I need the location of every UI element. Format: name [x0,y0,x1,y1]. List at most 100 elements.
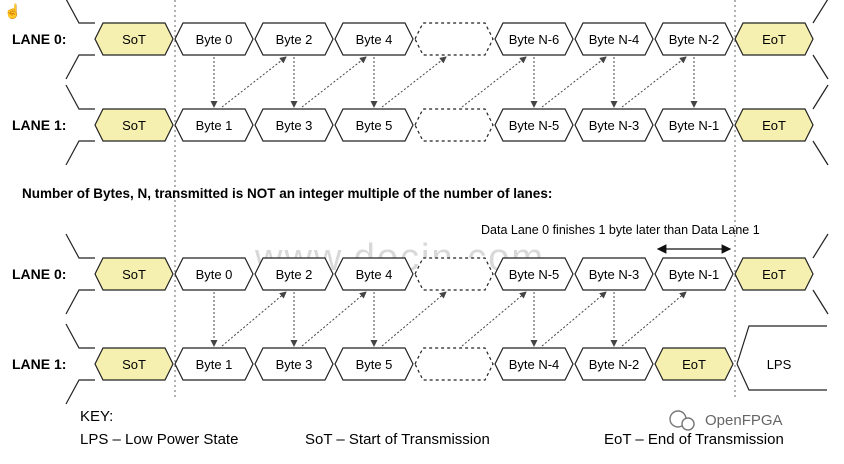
byte-label: Byte N-3 [589,267,640,282]
lp-exit-line [812,233,829,259]
sot-cell [94,108,174,142]
byte-cell [574,108,654,142]
byte-label: Byte 0 [196,267,233,282]
byte-label: Byte 5 [356,118,393,133]
byte-label: Byte N-4 [509,357,560,372]
byte-cell [654,22,734,56]
byte-label: Byte N-4 [589,32,640,47]
byte-label: Byte N-1 [669,267,720,282]
byte-cell [494,347,574,381]
sot-label: SoT [122,32,146,47]
byte-cell [254,257,334,291]
byte-label: Byte N-2 [669,32,720,47]
eot-cell [734,108,814,142]
byte-order-arrow [621,56,687,108]
byte-order-arrow [301,291,367,347]
lps-base-line [736,363,827,391]
eot-cell [654,347,734,381]
byte-label: Byte 3 [276,118,313,133]
byte-label: Byte N-6 [509,32,560,47]
lps-label: LPS [767,357,792,372]
lp-exit-line [812,84,829,110]
lp-transition-line [65,54,95,80]
lp-exit-line [812,0,829,24]
sot-label: SoT [122,118,146,133]
byte-label: Byte 0 [196,32,233,47]
lp-transition-line [65,84,95,110]
eot-label: EoT [762,32,786,47]
eot-label: EoT [682,357,706,372]
byte-cell [654,257,734,291]
byte-cell [654,108,734,142]
byte-cell [254,108,334,142]
lp-exit-line [812,289,829,315]
lane-finish-annotation: Data Lane 0 finishes 1 byte later than D… [481,223,760,237]
lp-transition-line [65,233,95,259]
eot-cell [734,257,814,291]
sot-label: SoT [122,267,146,282]
frame-boundary-lines [174,0,736,400]
lp-transition-line [65,0,95,24]
sot-cell [94,22,174,56]
byte-order-arrow [541,56,607,108]
key-eot: EoT – End of Transmission [604,431,784,448]
lp-transition-line [65,323,95,349]
byte-label: Byte 3 [276,357,313,372]
byte-cell [494,257,574,291]
byte-label: Byte N-1 [669,118,720,133]
brand-text: OpenFPGA [705,412,783,429]
byte-label: Byte N-3 [589,118,640,133]
byte-label: Byte 1 [196,357,233,372]
byte-cell [334,22,414,56]
byte-order-arrow [461,291,527,347]
lp-exit-line [812,140,829,166]
byte-cell [254,22,334,56]
byte-label: Byte N-5 [509,267,560,282]
byte-cell [174,108,254,142]
brand-badge: OpenFPGA [669,410,783,431]
byte-label: Byte N-2 [589,357,640,372]
lane-label: LANE 0: [12,266,66,282]
byte-cell [574,22,654,56]
byte-cell [574,257,654,291]
byte-label: Byte 2 [276,267,313,282]
byte-order-arrow [381,291,447,347]
byte-cell [334,257,414,291]
key-lps: LPS – Low Power State [80,431,238,448]
lp-transition-line [65,140,95,166]
lane-label: LANE 0: [12,31,66,47]
eot-label: EoT [762,267,786,282]
byte-label: Byte 1 [196,118,233,133]
byte-cell [174,347,254,381]
lps-rise-line [736,325,827,365]
byte-cell [174,22,254,56]
byte-order-arrow [621,291,687,347]
byte-order-arrow [461,56,527,108]
byte-label: Byte 2 [276,32,313,47]
byte-label: Byte N-5 [509,118,560,133]
byte-order-arrow [381,56,447,108]
byte-cell [254,347,334,381]
eot-cell [734,22,814,56]
byte-label: Byte 4 [356,32,393,47]
byte-order-arrow [221,291,287,347]
byte-order-arrow [301,56,367,108]
byte-cell [494,108,574,142]
sot-cell [94,347,174,381]
byte-cell [494,22,574,56]
lane-label: LANE 1: [12,117,66,133]
byte-label: Byte 4 [356,267,393,282]
wechat-icon-bubble [681,417,695,431]
byte-label: Byte 5 [356,357,393,372]
key-sot: SoT – Start of Transmission [305,431,490,448]
lp-exit-line [812,54,829,80]
ellipsis-cell [414,257,494,291]
key-title: KEY: [80,408,113,425]
ellipsis-cell [414,347,494,381]
hand-cursor-icon: ☝ [4,2,21,20]
lp-transition-line [65,379,95,405]
eot-label: EoT [762,118,786,133]
